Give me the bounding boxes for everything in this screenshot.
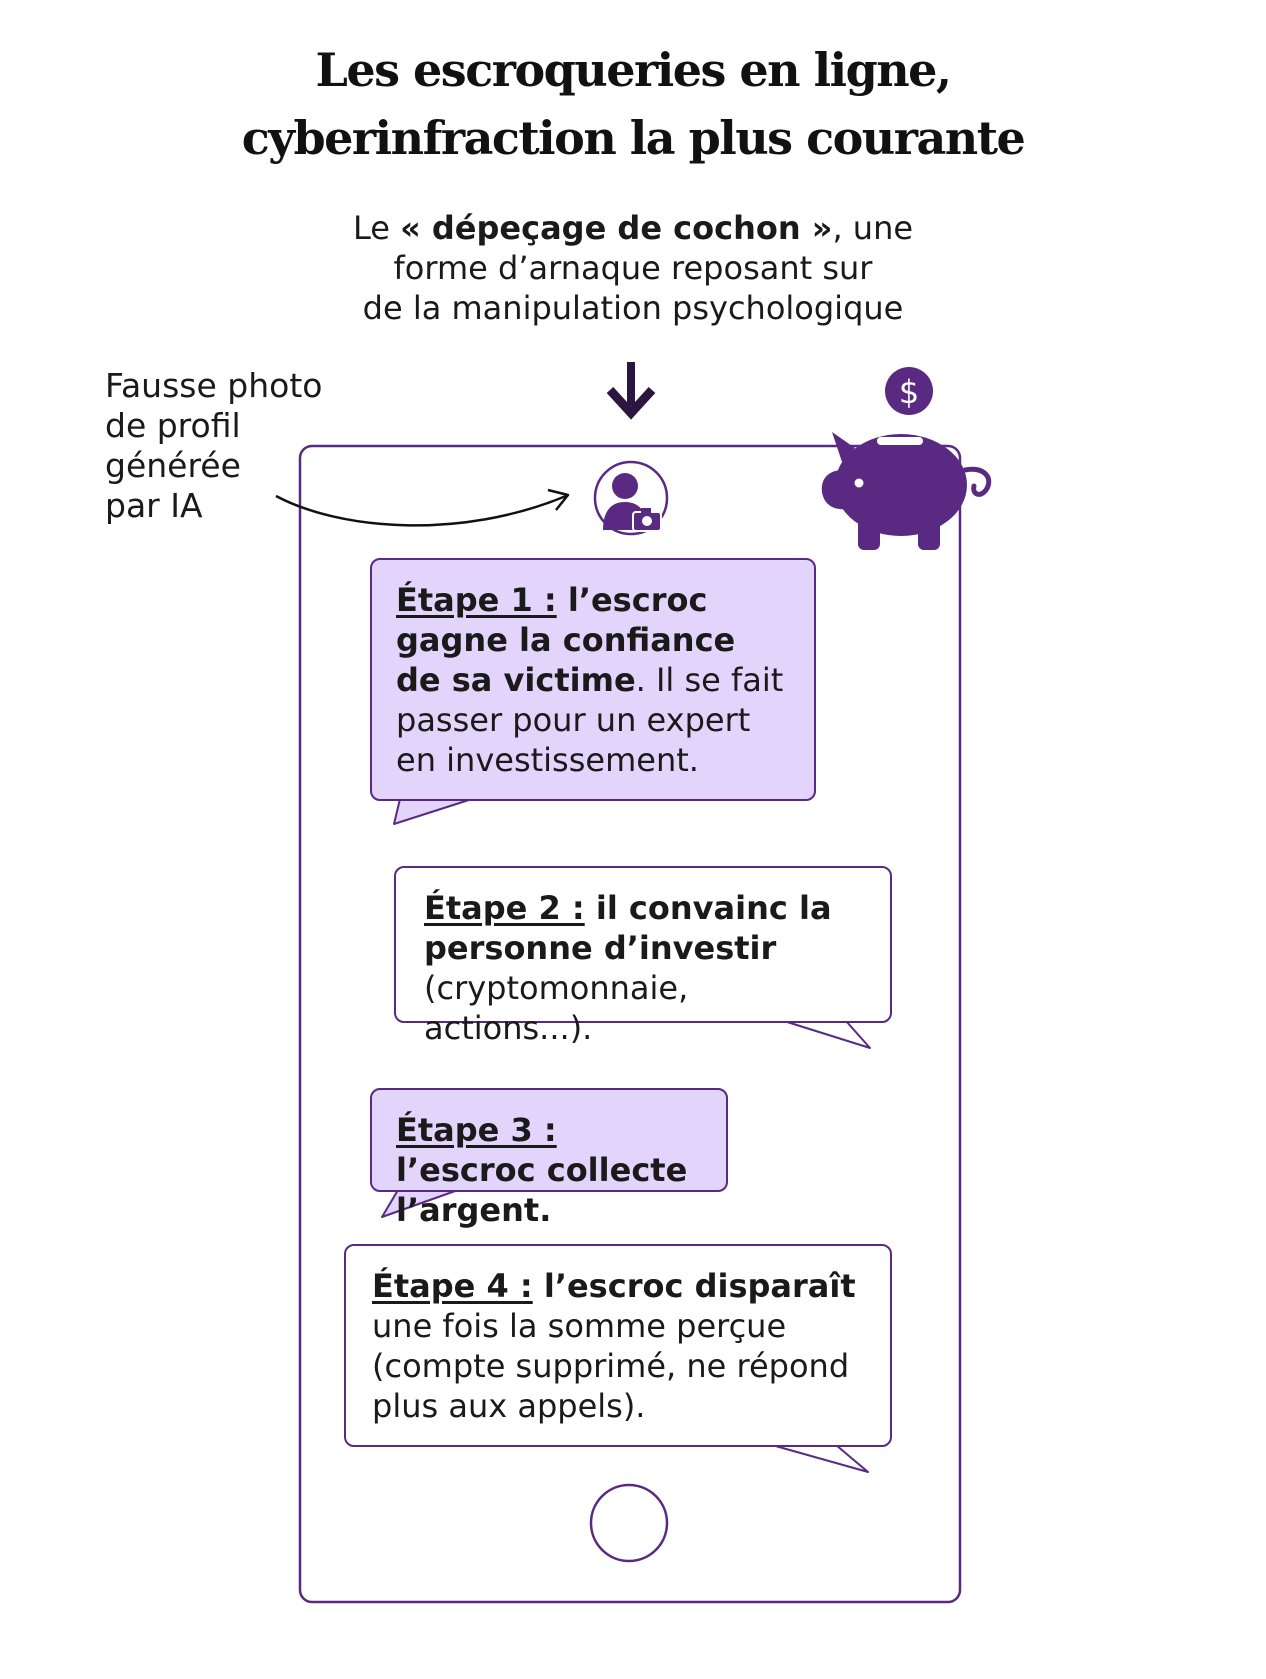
step-2-text: (cryptomonnaie, actions...). [424, 969, 689, 1047]
subtitle: Le « dépeçage de cochon », une forme d’a… [283, 208, 983, 328]
step-4-text: une fois la somme perçue (compte supprim… [372, 1307, 850, 1425]
step-3-bubble: Étape 3 : l’escroc collecte l’argent. [370, 1088, 728, 1229]
subtitle-line-2: forme d’arnaque reposant sur [393, 249, 873, 287]
subtitle-line-1: Le « dépeçage de cochon », une [352, 209, 914, 247]
step-4-bubble: Étape 4 : l’escroc disparaît une fois la… [344, 1244, 892, 1447]
step-3-bold: l’escroc collecte l’argent. [396, 1151, 688, 1229]
step-4-label: Étape 4 : [372, 1267, 533, 1305]
title-line-2: cyberinfraction la plus courante [241, 111, 1026, 165]
subtitle-bold-term: « dépeçage de cochon » [400, 209, 833, 247]
svg-text:$: $ [899, 373, 919, 411]
home-button-icon [589, 1483, 669, 1563]
annotation-arrow [275, 488, 570, 527]
dollar-coin-icon: $ [885, 367, 933, 415]
step-4-bold: l’escroc disparaît [532, 1267, 856, 1305]
subtitle-line-3: de la manipulation psychologique [362, 289, 904, 327]
arrow-down-icon [606, 362, 656, 420]
step-1-text: . Il se fait passer pour un expert en in… [396, 661, 784, 779]
piggy-bank-icon [821, 432, 992, 550]
annotation-fake-photo: Fausse photo de profil générée par IA [105, 366, 323, 525]
step-3-label: Étape 3 : [396, 1111, 557, 1149]
step-2-label: Étape 2 : [424, 889, 585, 927]
phone-outline [298, 444, 962, 1604]
step-1-label: Étape 1 : [396, 581, 557, 619]
title-line-1: Les escroqueries en ligne, [315, 43, 952, 97]
step-1-bold: l’escroc gagne la confiance de sa victim… [396, 581, 736, 699]
step-2-bubble: Étape 2 : il convainc la personne d’inve… [394, 866, 892, 1047]
page-title: Les escroqueries en ligne, cyberinfracti… [0, 36, 1266, 172]
step-1-bubble: Étape 1 : l’escroc gagne la confiance de… [370, 558, 816, 801]
profile-photo-icon [593, 460, 669, 536]
step-2-bold: il convainc la personne d’investir [424, 889, 832, 967]
